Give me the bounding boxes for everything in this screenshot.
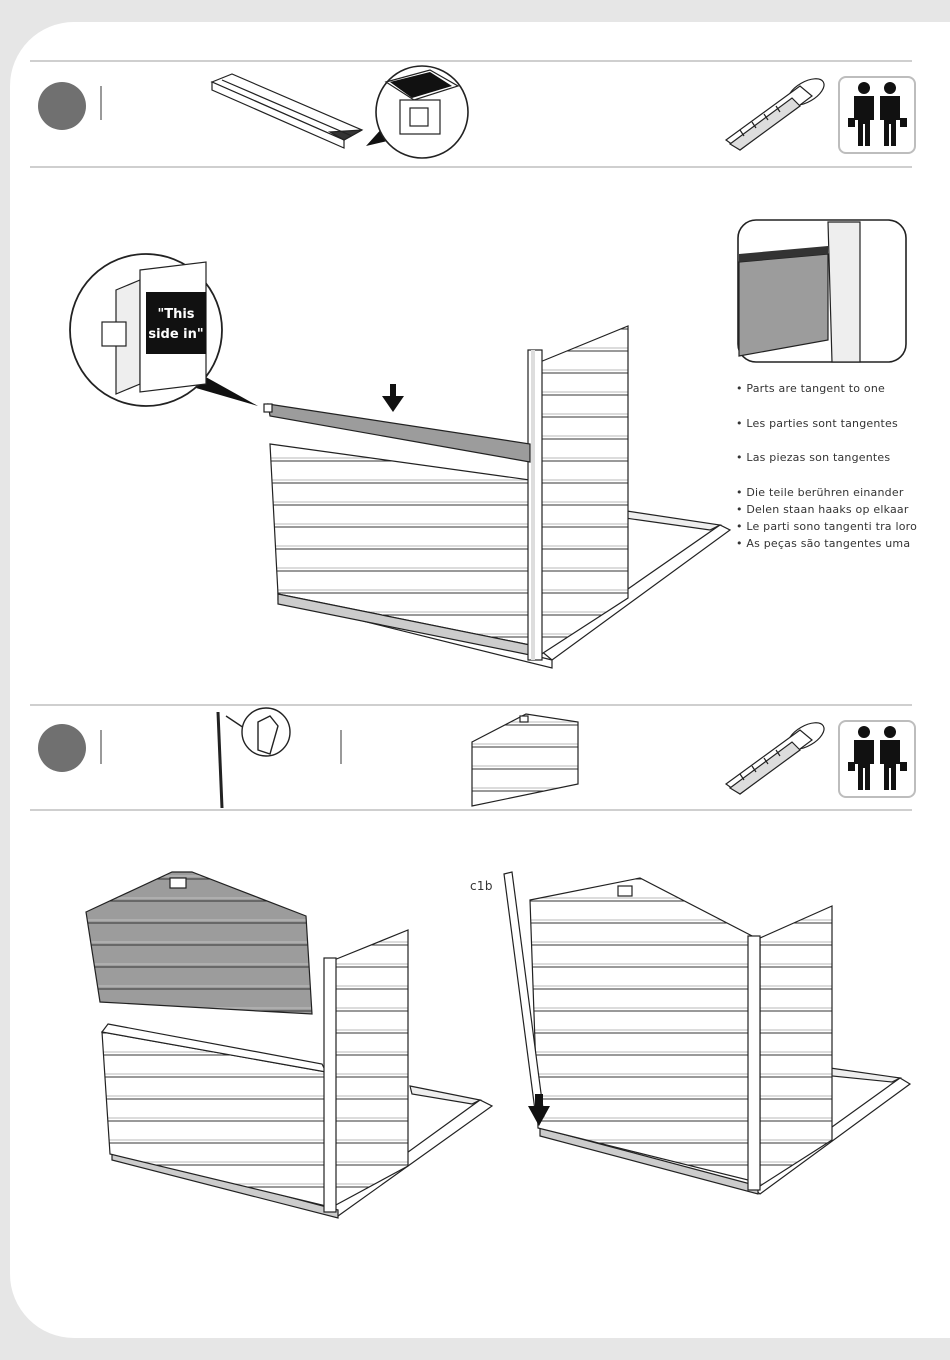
note-de: • Die teile berühren einander (736, 486, 904, 499)
note-nl: • Delen staan haaks op elkaar (736, 503, 909, 516)
this-side-in-label-2: side in" (148, 327, 203, 342)
rubber-mallet-icon (726, 73, 828, 150)
note-fr: • Les parties sont tangentes (736, 417, 898, 430)
rubber-mallet-icon-step2 (726, 717, 828, 794)
note-es: • Las piezas son tangentes (736, 451, 890, 464)
note-pt: • As peças são tangentes uma (736, 537, 910, 550)
beam-profile-zoom-icon (366, 66, 468, 158)
step2-left-assembly (86, 872, 492, 1218)
front-wall-panel (270, 444, 530, 655)
this-side-in-label-1: "This (157, 307, 194, 322)
corner-post-icon (218, 708, 290, 808)
gable-panel-icon (472, 714, 578, 806)
note-en: • Parts are tangent to one (736, 382, 885, 395)
tangent-detail-zoom (738, 220, 906, 362)
note-it: • Le parti sono tangenti tra loro (736, 520, 917, 533)
beam-part-icon (212, 74, 362, 148)
step2-right-assembly (504, 872, 910, 1194)
down-arrow-icon (382, 384, 404, 412)
part-label-c1b: c1b (470, 879, 493, 893)
